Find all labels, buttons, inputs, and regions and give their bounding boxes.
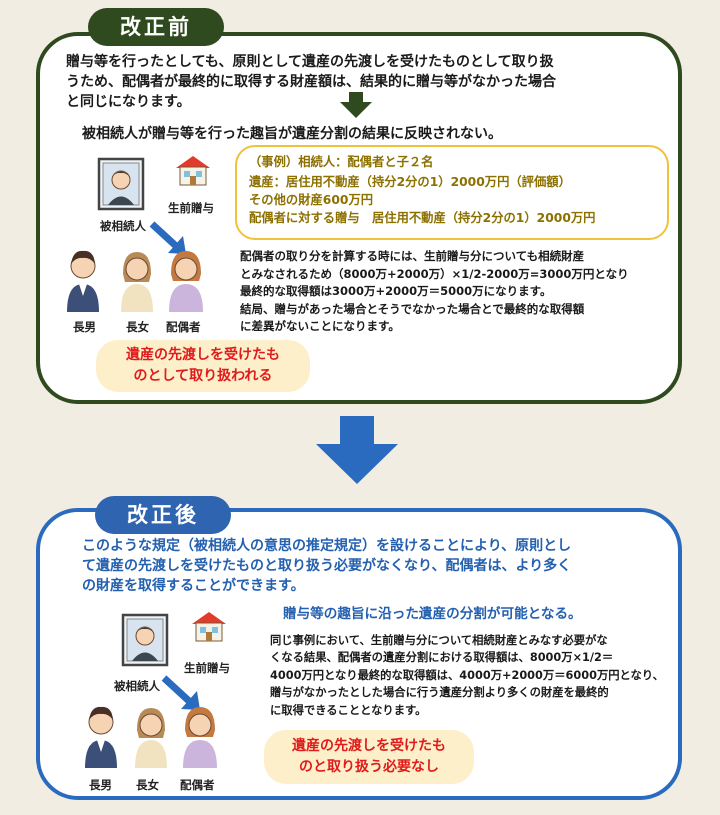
explanation-line: 配偶者の取り分を計算する時には、生前贈与分についても相続財産 [240, 249, 585, 263]
daughter-label: 長女 [136, 778, 159, 792]
explanation-line: 贈与がなかったとした場合に行う遺産分割より多くの財産を最終的 [270, 686, 609, 700]
after-intro-line: の財産を取得することができます。 [82, 578, 305, 594]
daughter-label: 長女 [126, 320, 149, 334]
before-title: 改正前 [88, 8, 224, 46]
son-icon [85, 706, 117, 768]
bubble-line: のとして取り扱われる [133, 368, 273, 384]
after-explanation: 同じ事例において、生前贈与分について相続財産とみなす必要がな くなる結果、配偶者… [270, 632, 664, 719]
deceased-portrait-icon [97, 157, 145, 211]
bubble-line: 遺産の先渡しを受けたも [292, 738, 446, 754]
down-arrow-small-before [340, 92, 372, 118]
bubble-line: のと取り扱う必要なし [299, 759, 439, 775]
transition-down-arrow-icon [316, 416, 398, 484]
spouse-icon [169, 251, 203, 312]
son-icon [67, 250, 99, 312]
explanation-line: とみなされるため（8000万+2000万）×1/2-2000万=3000万円とな… [240, 266, 629, 281]
case-line: 遺産：居住用不動産（持分2分の1）2000万円（評価額） [249, 175, 571, 189]
explanation-line: に取得できることとなります。 [270, 703, 427, 717]
after-headline: 贈与等の趣旨に沿った遺産の分割が可能となる。 [283, 606, 582, 622]
deceased-portrait-icon [121, 613, 169, 667]
case-line: 配偶者に対する贈与 居住用不動産（持分2分の1）2000万円 [249, 211, 596, 225]
after-intro-line: このような規定（被相続人の意思の推定規定）を設けることにより、原則とし [82, 538, 572, 554]
case-line: （事例）相続人：配偶者と子２名 [249, 155, 434, 169]
deceased-label: 被相続人 [114, 679, 160, 693]
before-intro-line: うため、配偶者が最終的に取得する財産額は、結果的に贈与等がなかった場合 [66, 74, 556, 90]
after-note-bubble: 遺産の先渡しを受けたも のと取り扱う必要なし [264, 730, 474, 784]
daughter-icon [135, 708, 167, 768]
gift-label: 生前贈与 [184, 661, 230, 675]
son-label: 長男 [73, 320, 96, 334]
bubble-line: 遺産の先渡しを受けたも [126, 347, 280, 363]
case-line: その他の財産600万円 [249, 193, 374, 207]
case-example-box: （事例）相続人：配偶者と子２名 遺産：居住用不動産（持分2分の1）2000万円（… [235, 145, 669, 240]
daughter-icon [121, 252, 153, 312]
gift-arrow-icon [149, 221, 186, 254]
son-label: 長男 [89, 778, 112, 792]
explanation-line: に差異がないことになります。 [240, 319, 400, 334]
house-icon [192, 612, 226, 642]
explanation-line: 結局、贈与があった場合とそうでなかった場合とで最終的な取得額 [240, 301, 585, 316]
spouse-label: 配偶者 [180, 778, 215, 792]
explanation-line: 最終的な取得額は3000万+2000万＝5000万になります。 [240, 284, 552, 299]
explanation-line: くなる結果、配偶者の遺産分割における取得額は、8000万×1/2＝ [270, 651, 614, 665]
spouse-label: 配偶者 [166, 320, 201, 334]
after-title: 改正後 [95, 496, 231, 534]
deceased-label: 被相続人 [100, 219, 146, 233]
house-icon [176, 156, 210, 186]
before-intro-line: と同じになります。 [66, 94, 191, 110]
explanation-line: 4000万円となり最終的な取得額は、4000万+2000万＝6000万円となり、 [270, 668, 664, 682]
before-explanation: 配偶者の取り分を計算する時には、生前贈与分についても相続財産 とみなされるため（… [240, 248, 629, 336]
before-headline: 被相続人が贈与等を行った趣旨が遺産分割の結果に反映されない。 [82, 126, 502, 142]
before-intro-line: 贈与等を行ったとしても、原則として遺産の先渡しを受けたものとして取り扱 [66, 54, 554, 70]
gift-arrow-icon [161, 675, 200, 710]
before-intro: 贈与等を行ったとしても、原則として遺産の先渡しを受けたものとして取り扱 うため、… [66, 52, 556, 112]
explanation-line: 同じ事例において、生前贈与分について相続財産とみなす必要がな [270, 634, 608, 647]
after-intro: このような規定（被相続人の意思の推定規定）を設けることにより、原則とし て遺産の… [82, 536, 571, 596]
after-intro-line: て遺産の先渡しを受けたものと取り扱う必要がなくなり、配偶者は、より多く [82, 558, 572, 574]
before-note-bubble: 遺産の先渡しを受けたも のとして取り扱われる [96, 340, 310, 392]
gift-label: 生前贈与 [168, 201, 214, 215]
spouse-icon [183, 707, 217, 768]
